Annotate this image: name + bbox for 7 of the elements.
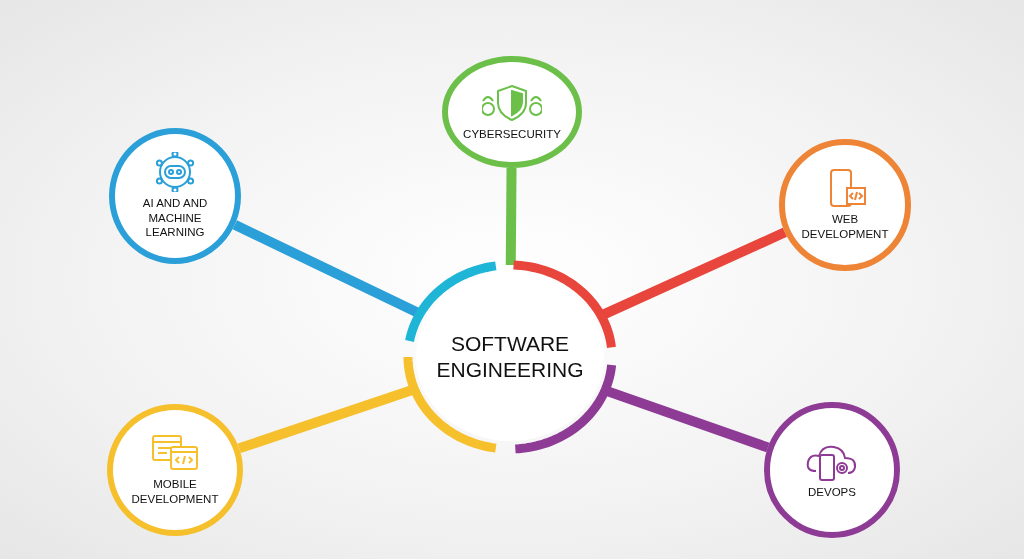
topic-label: SOFTWARE ENGINEERING	[435, 330, 585, 383]
connector-line	[505, 167, 517, 266]
topic-label: WEB DEVELOPMENT	[800, 212, 890, 242]
topic-label: CYBERSECURITY	[463, 126, 561, 142]
topic-label: MOBILE DEVELOPMENT	[130, 477, 220, 507]
topic-label: DEVOPS	[808, 484, 856, 500]
topic-label: AI AND AND MACHINE LEARNING	[141, 195, 209, 241]
